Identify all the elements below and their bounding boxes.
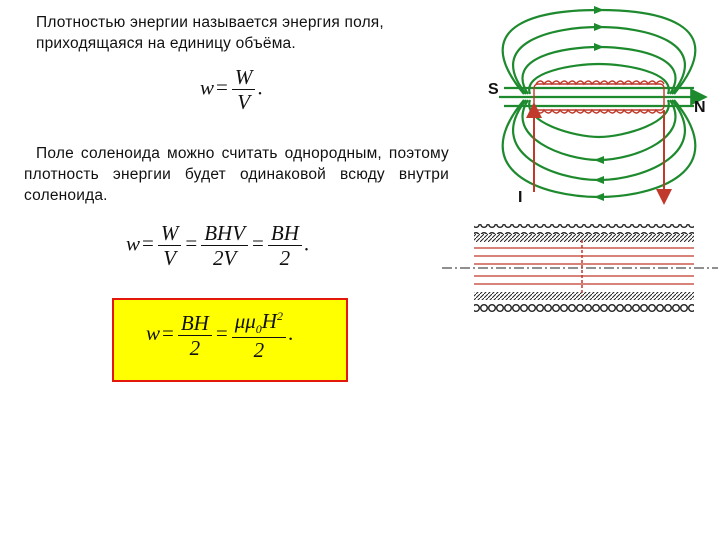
top-winding-row	[474, 224, 694, 236]
equals-sign: =	[162, 321, 174, 346]
denominator: 2	[189, 335, 201, 360]
period: .	[303, 231, 310, 256]
equals-sign: =	[252, 231, 264, 256]
equals-sign: =	[185, 231, 198, 256]
highlighted-formula-box	[112, 298, 348, 382]
w-symbol: w	[126, 231, 141, 256]
field-line-near-top	[528, 62, 670, 95]
south-pole-label: S	[488, 81, 499, 98]
period: .	[287, 321, 294, 346]
field-lines	[499, 8, 708, 199]
equals-sign: =	[142, 231, 154, 256]
definition-text: Плотностью энергии называется энергия по…	[36, 14, 384, 52]
mu-mu: μμ	[234, 309, 256, 333]
current-leads	[526, 102, 672, 205]
numerator: BHV	[201, 222, 249, 247]
h-exponent: 2	[276, 309, 283, 323]
numerator: BH	[177, 312, 212, 336]
denominator: V	[237, 90, 251, 115]
equals-sign: =	[215, 321, 228, 346]
field-arrows	[594, 6, 700, 201]
coil-windings	[533, 80, 665, 114]
internal-field-lines	[474, 247, 694, 285]
period: .	[257, 75, 263, 100]
denominator: 2V	[212, 246, 237, 271]
solenoid-text: Поле соленоида можно считать однородным,…	[24, 145, 449, 204]
field-line-outer-bottom	[501, 99, 697, 199]
numerator: W	[157, 222, 182, 247]
field-line-inner-bottom	[521, 99, 677, 162]
bottom-core-wall	[474, 292, 694, 300]
numerator: BH	[267, 222, 302, 247]
current-label: I	[518, 189, 522, 206]
h-symbol: H	[261, 309, 277, 333]
w-symbol: w	[200, 75, 215, 100]
w-symbol: w	[146, 321, 161, 346]
numerator: μμ0H2	[231, 309, 286, 338]
equals-sign: =	[216, 75, 228, 100]
north-pole-label: N	[694, 99, 706, 116]
denominator: 2	[279, 246, 291, 271]
bottom-winding-row	[474, 300, 694, 312]
solenoid-field-diagram: S N I	[488, 6, 708, 206]
solenoid-cross-section	[442, 224, 718, 312]
denominator: 2	[253, 337, 265, 362]
mu-subscript: 0	[255, 322, 262, 337]
top-core-wall	[474, 234, 694, 242]
denominator: V	[163, 246, 177, 271]
numerator: W	[231, 66, 256, 91]
